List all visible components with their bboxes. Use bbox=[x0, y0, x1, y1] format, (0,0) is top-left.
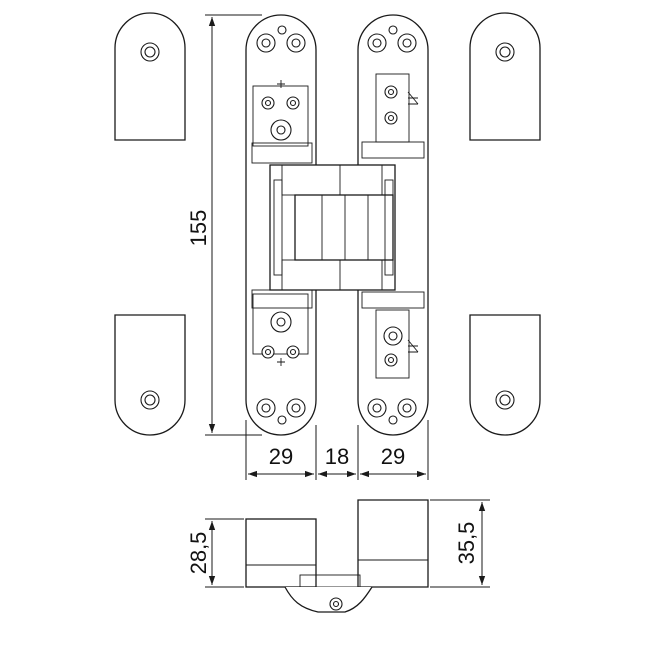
left-depth-label: 28,5 bbox=[186, 532, 211, 575]
right-leaf-width-label: 29 bbox=[381, 444, 405, 469]
cover-plate-top-right bbox=[469, 12, 541, 141]
cover-plate-bottom-left bbox=[114, 314, 186, 436]
cover-plate-top-left bbox=[114, 12, 186, 141]
left-leaf-width-label: 29 bbox=[269, 444, 293, 469]
dimension-left-depth: 28,5 bbox=[186, 518, 244, 588]
dimension-total-height: 155 bbox=[186, 14, 262, 436]
dimension-right-depth: 35,5 bbox=[430, 499, 490, 588]
dimension-widths: 29 18 29 bbox=[245, 420, 429, 480]
right-depth-label: 35,5 bbox=[454, 522, 479, 565]
cover-plate-bottom-right bbox=[469, 314, 541, 436]
height-label: 155 bbox=[186, 210, 211, 247]
hinge-joint-body bbox=[269, 164, 396, 291]
hinge-side-view bbox=[245, 499, 429, 613]
gap-width-label: 18 bbox=[325, 444, 349, 469]
